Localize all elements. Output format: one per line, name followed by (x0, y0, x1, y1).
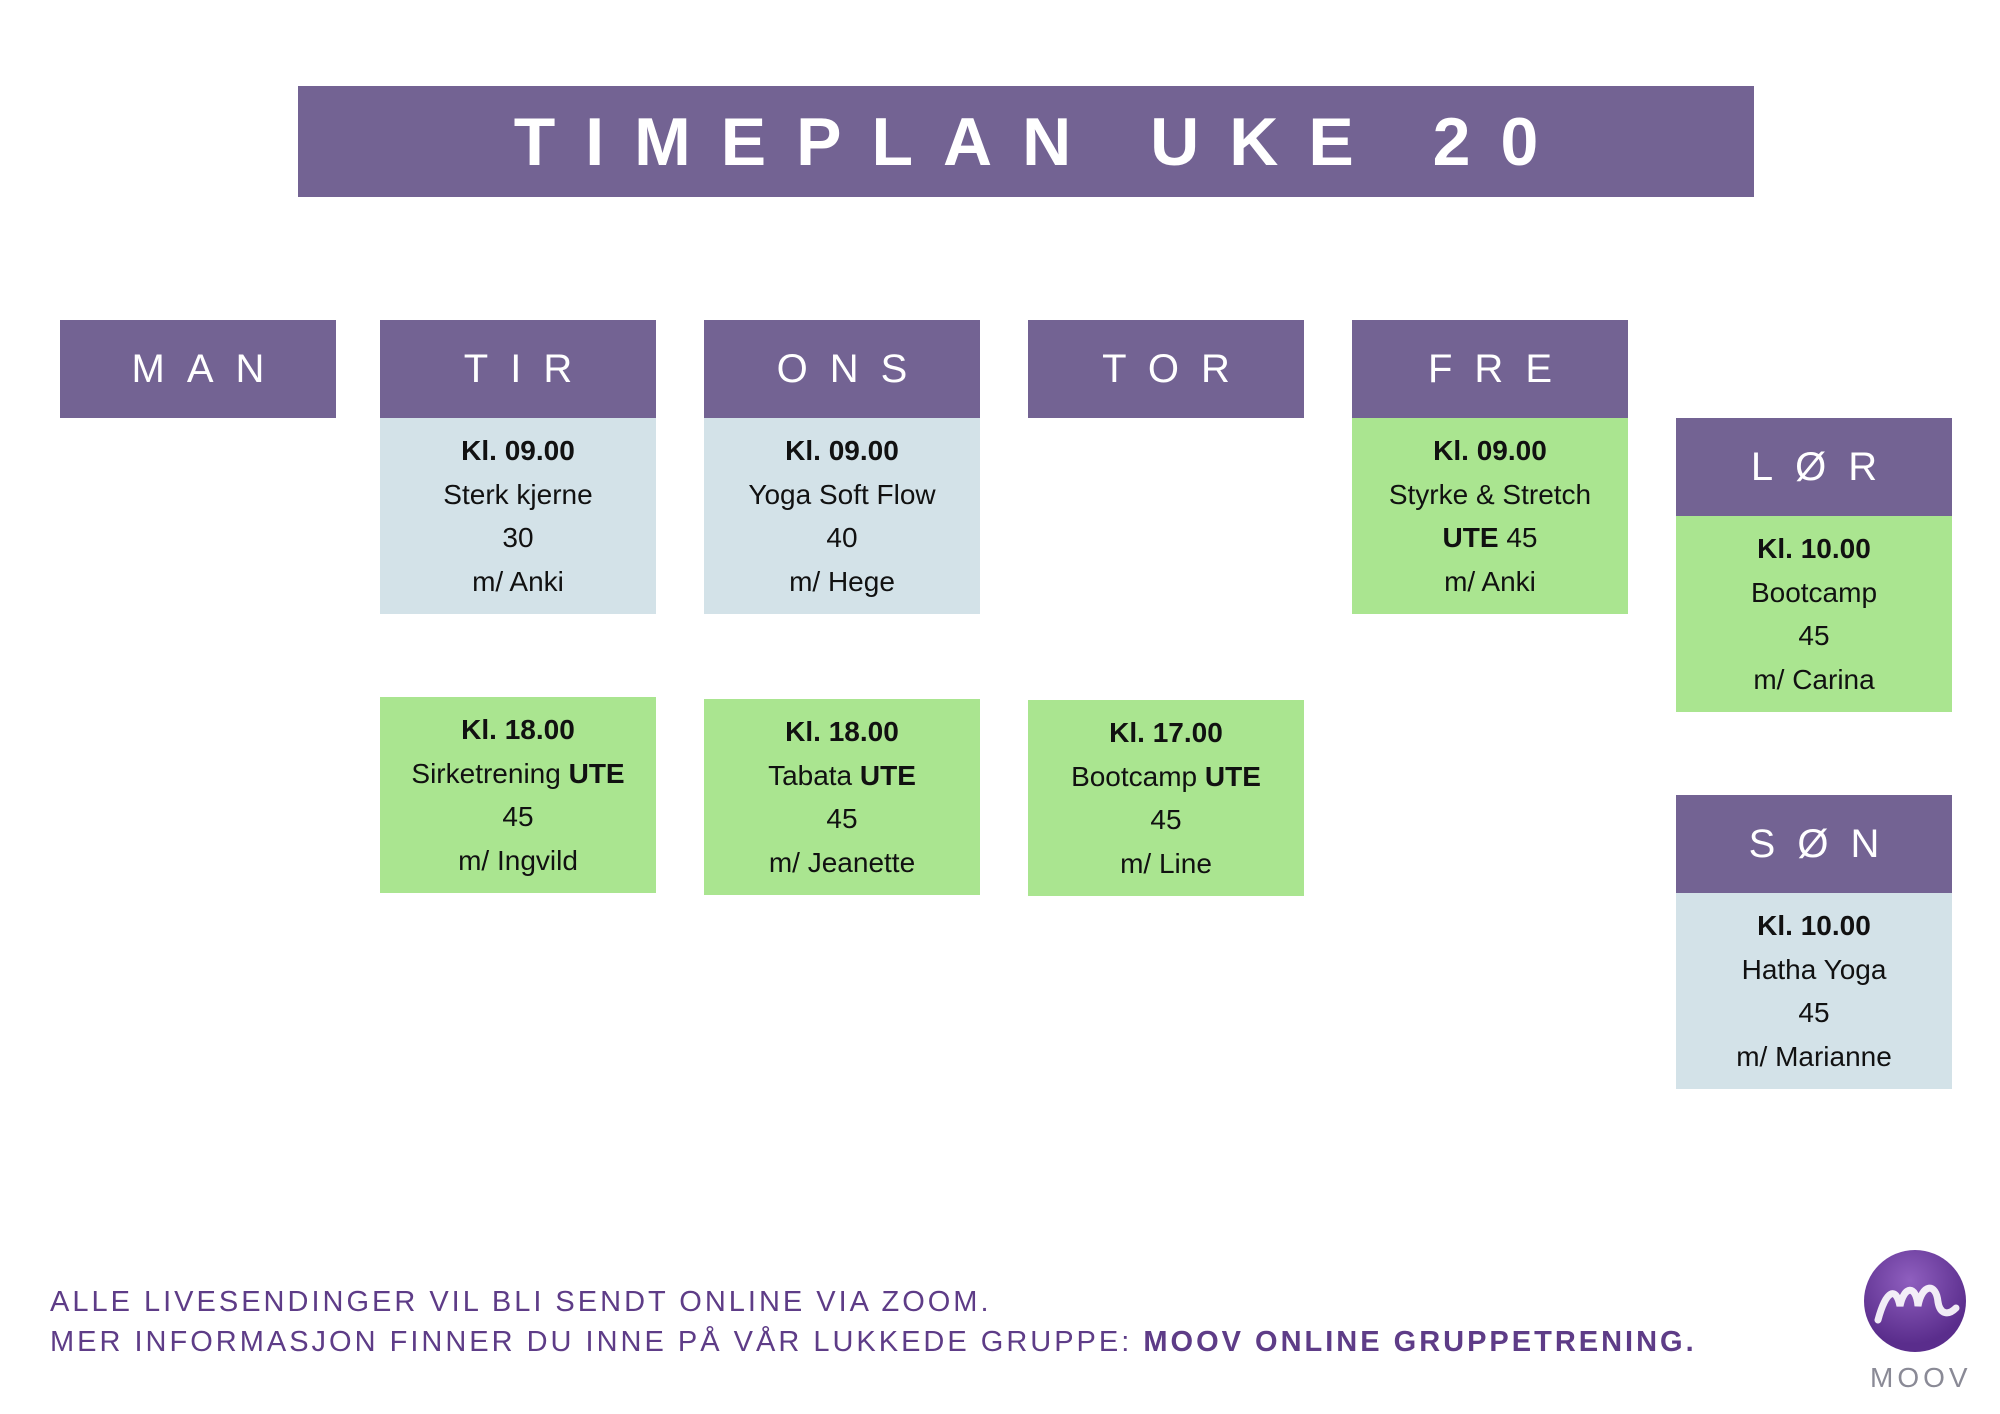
outdoor-tag: UTE (568, 757, 625, 789)
session-time: Kl. 09.00 (785, 435, 899, 466)
session-time: Kl. 18.00 (461, 714, 575, 745)
session-time: Kl. 09.00 (461, 435, 575, 466)
session-instructor: m/ Ingvild (458, 844, 578, 876)
outdoor-tag: UTE (1204, 760, 1261, 792)
footer-line-2: MER INFORMASJON FINNER DU INNE PÅ VÅR LU… (50, 1326, 1697, 1359)
session-card-tir-evening: Kl. 18.00 Sirketrening UTE 45 m/ Ingvild (380, 697, 656, 893)
session-instructor: m/ Hege (789, 565, 895, 597)
session-card-ons-morning: Kl. 09.00 Yoga Soft Flow 40 m/ Hege (704, 418, 980, 614)
session-name: Hatha Yoga (1741, 953, 1887, 985)
footer-line-1: ALLE LIVESENDINGER VIL BLI SENDT ONLINE … (50, 1286, 992, 1318)
page-title: TIMEPLAN UKE 20 (513, 103, 1569, 180)
session-duration: 30 (502, 522, 534, 553)
session-duration: 45 (1798, 997, 1830, 1028)
outdoor-tag: UTE (859, 759, 916, 791)
day-header-ons: ONS (704, 320, 980, 418)
session-instructor: m/ Carina (1753, 663, 1875, 695)
session-instructor: m/ Jeanette (768, 846, 916, 878)
session-card-ons-evening: Kl. 18.00 Tabata UTE 45 m/ Jeanette (704, 699, 980, 895)
session-time: Kl. 10.00 (1757, 533, 1871, 564)
day-header-fre: FRE (1352, 320, 1628, 418)
session-time: Kl. 09.00 (1433, 435, 1547, 466)
session-time: Kl. 10.00 (1757, 910, 1871, 941)
session-duration: 45 (502, 801, 534, 832)
day-label: ONS (776, 346, 930, 391)
session-card-tor-evening: Kl. 17.00 Bootcamp UTE 45 m/ Line (1028, 700, 1304, 896)
outdoor-tag: UTE (1442, 522, 1499, 553)
session-card-tir-morning: Kl. 09.00 Sterk kjerne 30 m/ Anki (380, 418, 656, 614)
session-name: Sterk kjerne (443, 478, 593, 510)
session-name: Bootcamp (1750, 576, 1878, 608)
day-label: FRE (1428, 346, 1574, 391)
day-label: LØR (1750, 444, 1900, 489)
day-label: TOR (1102, 346, 1252, 391)
day-header-son: SØN (1676, 795, 1952, 893)
session-instructor: m/ Line (1120, 847, 1212, 879)
session-instructor: m/ Marianne (1736, 1040, 1892, 1072)
moov-logo-icon (1864, 1250, 1966, 1352)
session-name: Styrke & Stretch (1388, 478, 1592, 510)
day-label: TIR (463, 346, 595, 391)
session-duration: 45 (1150, 804, 1182, 835)
session-name: Tabata UTE (768, 759, 916, 791)
session-duration: UTE 45 (1442, 522, 1538, 553)
title-banner: TIMEPLAN UKE 20 (298, 86, 1754, 197)
day-label: MAN (131, 346, 287, 391)
day-header-lor: LØR (1676, 418, 1952, 516)
session-name: Bootcamp UTE (1071, 760, 1261, 792)
day-header-man: MAN (60, 320, 336, 418)
session-duration: 45 (1798, 620, 1830, 651)
session-instructor: m/ Anki (1444, 565, 1536, 597)
session-name: Yoga Soft Flow (748, 478, 936, 510)
facebook-group-name: MOOV ONLINE GRUPPETRENING. (1143, 1326, 1697, 1358)
footer-info-text: MER INFORMASJON FINNER DU INNE PÅ VÅR LU… (50, 1326, 1144, 1358)
session-duration: 45 (826, 803, 858, 834)
session-card-son-morning: Kl. 10.00 Hatha Yoga 45 m/ Marianne (1676, 893, 1952, 1089)
session-card-fre-morning: Kl. 09.00 Styrke & Stretch UTE 45 m/ Ank… (1352, 418, 1628, 614)
session-name: Sirketrening UTE (411, 757, 625, 789)
day-label: SØN (1748, 821, 1902, 866)
session-card-lor-morning: Kl. 10.00 Bootcamp 45 m/ Carina (1676, 516, 1952, 712)
session-duration: 40 (826, 522, 858, 553)
session-time: Kl. 17.00 (1109, 717, 1223, 748)
day-header-tor: TOR (1028, 320, 1304, 418)
session-instructor: m/ Anki (472, 565, 564, 597)
session-time: Kl. 18.00 (785, 716, 899, 747)
moov-logo-text: MOOV (1870, 1362, 1972, 1393)
day-header-tir: TIR (380, 320, 656, 418)
